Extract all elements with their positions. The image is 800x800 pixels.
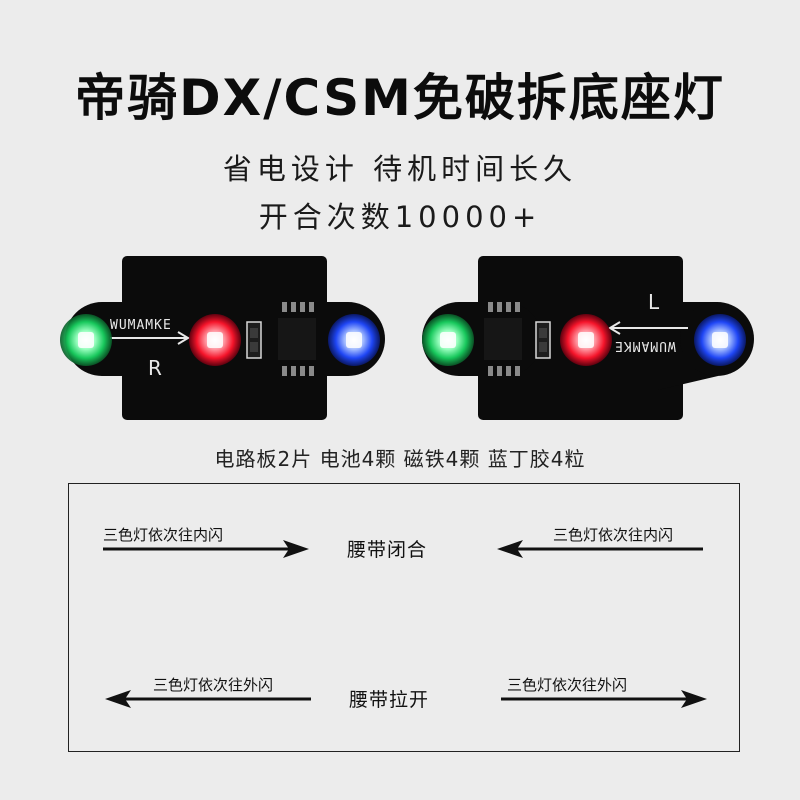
flash-behavior-diagram: 三色灯依次往内闪 腰带闭合 三色灯依次往内闪 三色灯依次往外闪 腰带拉开 三色灯… [68, 483, 740, 752]
subtitle-open-close-count: 开合次数10000+ [258, 200, 542, 234]
open-right-arrow-label: 三色灯依次往外闪 [507, 676, 628, 694]
arrow-left-icon [105, 690, 311, 708]
parts-list: 电路板2片 电池4颗 磁铁4颗 蓝丁胶4粒 [214, 447, 586, 471]
circuit-board-left: WUMAMKE L [418, 250, 758, 430]
arrow-right-icon [501, 690, 707, 708]
board-brand-label-left: WUMAMKE [614, 338, 676, 353]
closed-right-arrow-label: 三色灯依次往内闪 [553, 526, 674, 544]
belt-closed-label: 腰带闭合 [347, 539, 428, 561]
board-side-letter-r: R [148, 356, 162, 380]
subtitle-power-saving: 省电设计 待机时间长久 [222, 152, 578, 186]
arrow-left-icon [497, 540, 703, 558]
circuit-board-right: WUMAMKE R [60, 250, 395, 430]
board-side-letter-l: L [648, 290, 660, 314]
belt-open-label: 腰带拉开 [349, 689, 430, 711]
closed-left-arrow-label: 三色灯依次往内闪 [103, 526, 224, 544]
open-left-arrow-label: 三色灯依次往外闪 [153, 676, 274, 694]
board-brand-label-right: WUMAMKE [110, 318, 172, 333]
page-title: 帝骑DX/CSM免破拆底座灯 [75, 69, 725, 127]
circuit-board-left-image [422, 256, 754, 420]
arrow-right-icon [103, 540, 309, 558]
circuit-board-right-image [60, 256, 385, 420]
